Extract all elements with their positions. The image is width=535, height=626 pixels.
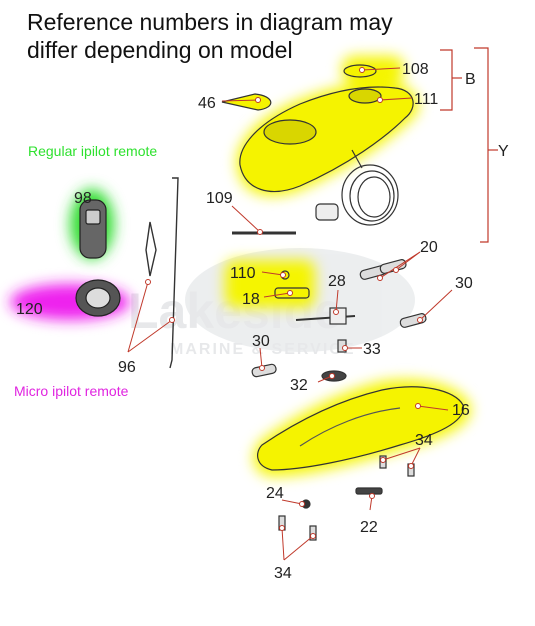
- callout-109: 109: [206, 190, 233, 207]
- lower-housing-16: [257, 386, 464, 471]
- micro-remote-note: Micro ipilot remote: [14, 383, 129, 399]
- bracket-y: [474, 47, 489, 243]
- lanyard-96: [145, 177, 179, 369]
- callout-111: 111: [414, 91, 438, 108]
- callout-30-lower: 30: [252, 333, 270, 350]
- callout-22: 22: [360, 519, 378, 536]
- disclaimer-line-1: Reference numbers in diagram may: [27, 9, 393, 35]
- watermark-subtitle: MARINE & SERVICE: [170, 341, 356, 358]
- callout-32: 32: [290, 377, 308, 394]
- micro-remote-buttons: [85, 287, 111, 309]
- callout-120: 120: [16, 301, 43, 318]
- model-disclaimer: Reference numbers in diagram may differ …: [27, 8, 393, 64]
- callout-98: 98: [74, 190, 92, 207]
- callout-16: 16: [452, 402, 470, 419]
- callout-108: 108: [402, 61, 429, 78]
- regular-remote-note: Regular ipilot remote: [28, 143, 158, 159]
- assembly-brackets: [440, 47, 498, 243]
- coil-cord: [315, 149, 399, 226]
- callout-18: 18: [242, 291, 260, 308]
- callout-96: 96: [118, 359, 136, 376]
- bracket-y-label: Y: [498, 143, 509, 160]
- housing-ridge: [299, 407, 401, 447]
- leader-lines: [127, 67, 453, 561]
- callout-24: 24: [266, 485, 284, 502]
- cover-port: [348, 88, 382, 104]
- callout-20: 20: [420, 239, 438, 256]
- regular-remote-98: [79, 199, 107, 259]
- remotes: [75, 199, 121, 317]
- leader-dots: [145, 67, 423, 539]
- yellow-parts: [221, 64, 464, 471]
- callout-28: 28: [328, 273, 346, 290]
- callout-33: 33: [363, 341, 381, 358]
- callout-30-upper: 30: [455, 275, 473, 292]
- callout-34-right: 34: [415, 432, 433, 449]
- sleeve-30b: [251, 363, 277, 378]
- disclaimer-line-2: differ depending on model: [27, 37, 293, 63]
- bracket-b-label: B: [465, 71, 476, 88]
- cap-46: [221, 93, 272, 111]
- remote-screen: [85, 209, 101, 225]
- callout-110: 110: [230, 265, 256, 282]
- top-cover-111: [239, 86, 414, 193]
- bracket-b: [440, 49, 453, 111]
- callout-46: 46: [198, 95, 216, 112]
- bolt-22: [355, 487, 383, 495]
- cover-vent: [263, 119, 317, 145]
- callout-34-bottom: 34: [274, 565, 292, 582]
